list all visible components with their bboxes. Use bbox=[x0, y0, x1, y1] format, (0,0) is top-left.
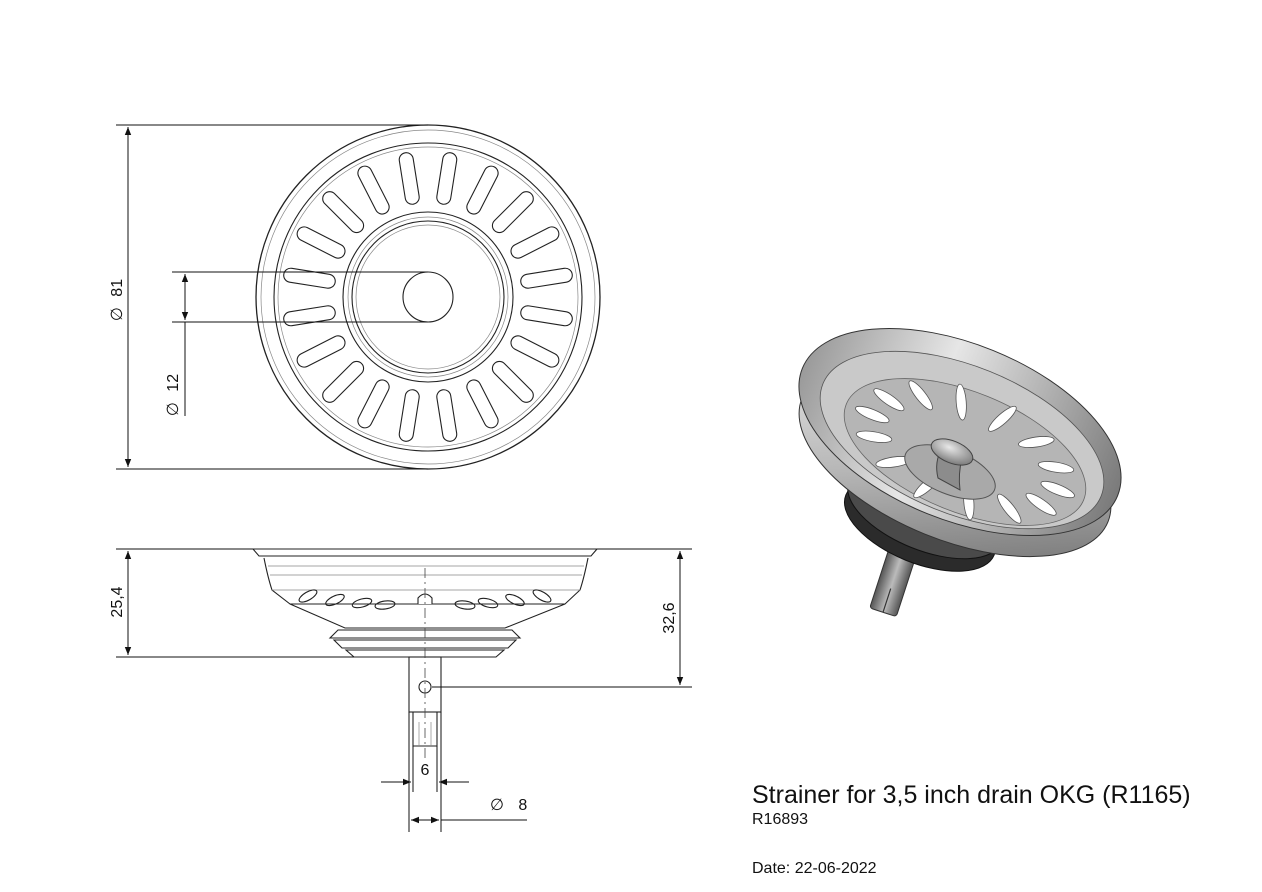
drawing-date: Date: 22-06-2022 bbox=[752, 860, 877, 877]
drain-slot bbox=[322, 191, 365, 234]
outer-diameter-value: 81 bbox=[109, 279, 126, 297]
drain-slot bbox=[532, 589, 552, 603]
drain-slot bbox=[454, 600, 476, 610]
svg-text:∅ 8: ∅ 8 bbox=[490, 797, 527, 814]
drain-slot bbox=[520, 267, 573, 289]
drain-slot bbox=[296, 335, 346, 368]
drain-slot bbox=[357, 165, 390, 215]
drain-slot bbox=[436, 389, 458, 442]
drain-slot bbox=[955, 383, 967, 421]
drain-slot bbox=[296, 226, 346, 259]
drain-slot bbox=[997, 493, 1022, 524]
drain-slot bbox=[510, 335, 560, 368]
drain-slot bbox=[325, 593, 345, 607]
dimension-body-height bbox=[116, 548, 354, 658]
side-view bbox=[251, 548, 599, 760]
drain-slot bbox=[520, 305, 573, 327]
dimension-pin-width bbox=[381, 746, 469, 792]
drain-slot bbox=[491, 360, 534, 403]
dimension-knob-diameter bbox=[172, 271, 428, 416]
drawing-title: Strainer for 3,5 inch drain OKG (R1165) bbox=[752, 781, 1191, 809]
drawing-code: R16893 bbox=[752, 811, 809, 828]
drain-slot bbox=[298, 589, 318, 603]
svg-text:∅ 12: ∅ 12 bbox=[165, 374, 182, 416]
drain-slot bbox=[357, 379, 390, 429]
drain-slot bbox=[436, 152, 458, 205]
drain-slot bbox=[466, 379, 499, 429]
drain-slot bbox=[477, 597, 499, 609]
drain-slot bbox=[398, 389, 420, 442]
dimension-stem-diameter bbox=[408, 712, 527, 832]
strainer-3d-render bbox=[798, 327, 1122, 617]
drain-slot bbox=[1025, 492, 1057, 516]
drain-slot bbox=[855, 430, 893, 443]
dimension-outer-diameter bbox=[116, 124, 428, 470]
drain-slot bbox=[1018, 436, 1055, 448]
diameter-symbol: ∅ bbox=[165, 402, 182, 416]
drain-slot bbox=[374, 600, 396, 610]
pin-width-value: 6 bbox=[421, 762, 430, 779]
drain-slot bbox=[855, 405, 890, 424]
drain-slot bbox=[351, 597, 373, 609]
drain-slot bbox=[988, 405, 1017, 432]
top-view bbox=[255, 124, 601, 470]
drain-slot bbox=[322, 360, 365, 403]
drain-slot bbox=[1037, 461, 1075, 474]
diameter-symbol: ∅ bbox=[109, 307, 126, 321]
drain-slot bbox=[398, 152, 420, 205]
drain-slot bbox=[491, 191, 534, 234]
drain-slot bbox=[908, 380, 933, 411]
body-height-value: 25,4 bbox=[109, 586, 126, 617]
knob-diameter-value: 12 bbox=[165, 374, 182, 392]
drain-slot bbox=[283, 305, 336, 327]
drain-slot bbox=[505, 593, 525, 607]
total-height-value: 32,6 bbox=[661, 602, 678, 633]
drain-slot bbox=[466, 165, 499, 215]
drain-slot bbox=[1040, 480, 1075, 499]
drain-slot bbox=[510, 226, 560, 259]
drain-slot bbox=[873, 388, 905, 412]
title-block: Strainer for 3,5 inch drain OKG (R1165) … bbox=[752, 780, 1191, 830]
stem-diameter-value: 8 bbox=[518, 797, 527, 814]
dimension-total-height bbox=[432, 548, 692, 688]
drain-slot bbox=[283, 267, 336, 289]
svg-text:∅ 81: ∅ 81 bbox=[109, 279, 126, 321]
diameter-symbol: ∅ bbox=[490, 797, 504, 814]
